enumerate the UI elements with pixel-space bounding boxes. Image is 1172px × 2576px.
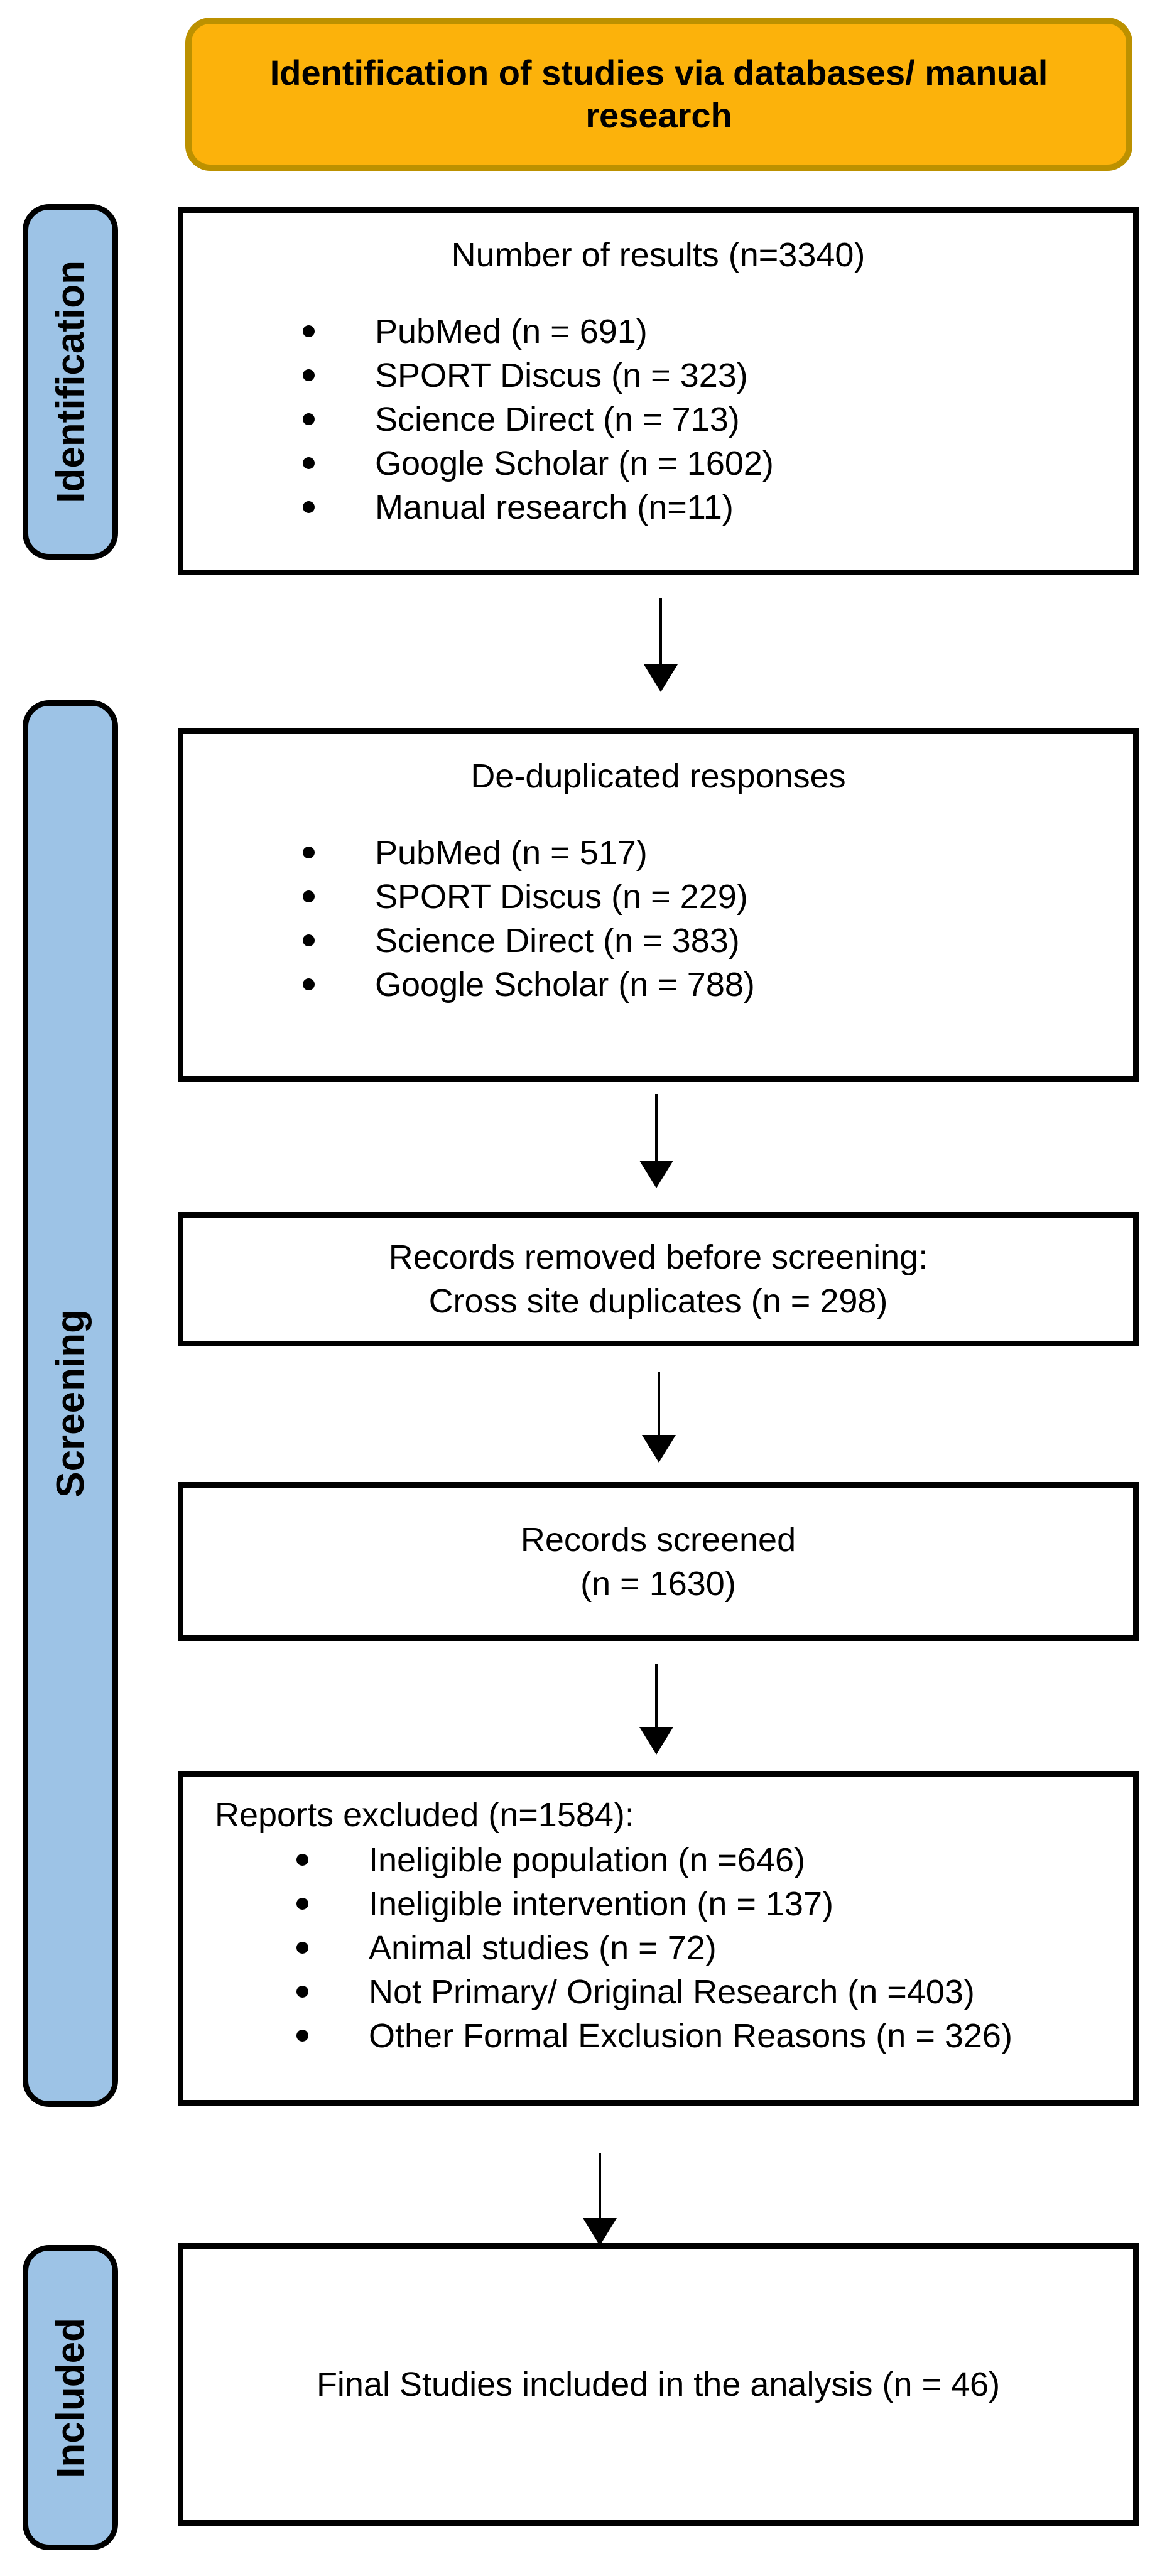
flow-arrow-down-icon <box>599 2153 601 2218</box>
records-screened-line2: (n = 1630) <box>580 1564 736 1603</box>
list-item: Science Direct (n = 713) <box>303 398 1133 441</box>
box-number-of-results-title: Number of results (n=3340) <box>451 236 865 274</box>
list-item: Other Formal Exclusion Reasons (n = 326) <box>296 2014 1133 2058</box>
list-item: Science Direct (n = 383) <box>303 919 1133 963</box>
header-box: Identification of studies via databases/… <box>185 18 1132 171</box>
list-item: Google Scholar (n = 1602) <box>303 441 1133 485</box>
header-title: Identification of studies via databases/… <box>269 52 1048 135</box>
results-source-list: PubMed (n = 691) SPORT Discus (n = 323) … <box>183 310 1133 529</box>
stage-identification: Identification <box>23 204 118 560</box>
box-final-studies: Final Studies included in the analysis (… <box>178 2243 1139 2526</box>
list-item: Not Primary/ Original Research (n =403) <box>296 1970 1133 2014</box>
records-screened-line1: Records screened <box>520 1520 796 1559</box>
flow-arrow-down-icon <box>655 1094 658 1161</box>
records-removed-line1: Records removed before screening: <box>388 1238 928 1276</box>
list-item: SPORT Discus (n = 323) <box>303 354 1133 398</box>
box-deduplicated-responses: De-duplicated responses PubMed (n = 517)… <box>178 728 1139 1082</box>
stage-included-label: Included <box>48 2317 92 2478</box>
box-reports-excluded: Reports excluded (n=1584): Ineligible po… <box>178 1771 1139 2106</box>
box-records-screened-text: Records screened (n = 1630) <box>183 1488 1133 1635</box>
list-item: PubMed (n = 691) <box>303 310 1133 354</box>
records-removed-line2: Cross site duplicates (n = 298) <box>428 1282 888 1320</box>
list-item: Animal studies (n = 72) <box>296 1926 1133 1970</box>
list-item: Ineligible intervention (n = 137) <box>296 1882 1133 1926</box>
exclusion-reason-list: Ineligible population (n =646) Ineligibl… <box>183 1838 1133 2058</box>
final-studies-line: Final Studies included in the analysis (… <box>316 2366 1001 2403</box>
dedup-source-list: PubMed (n = 517) SPORT Discus (n = 229) … <box>183 831 1133 1007</box>
flow-arrow-down-icon <box>655 1664 658 1727</box>
box-records-removed-text: Records removed before screening: Cross … <box>183 1218 1133 1341</box>
box-reports-excluded-title: Reports excluded (n=1584): <box>215 1796 634 1834</box>
box-records-screened: Records screened (n = 1630) <box>178 1482 1139 1641</box>
stage-identification-label: Identification <box>48 261 92 503</box>
flow-arrow-down-icon <box>659 598 662 664</box>
box-number-of-results: Number of results (n=3340) PubMed (n = 6… <box>178 207 1139 575</box>
list-item: SPORT Discus (n = 229) <box>303 875 1133 919</box>
list-item: PubMed (n = 517) <box>303 831 1133 875</box>
box-final-studies-text: Final Studies included in the analysis (… <box>183 2249 1133 2520</box>
stage-included: Included <box>23 2245 118 2550</box>
list-item: Google Scholar (n = 788) <box>303 963 1133 1007</box>
stage-screening-label: Screening <box>48 1309 92 1498</box>
box-deduplicated-title: De-duplicated responses <box>470 757 846 795</box>
stage-screening: Screening <box>23 700 118 2107</box>
list-item: Ineligible population (n =646) <box>296 1838 1133 1882</box>
box-records-removed: Records removed before screening: Cross … <box>178 1212 1139 1346</box>
flow-arrow-down-icon <box>658 1372 660 1435</box>
list-item: Manual research (n=11) <box>303 485 1133 529</box>
